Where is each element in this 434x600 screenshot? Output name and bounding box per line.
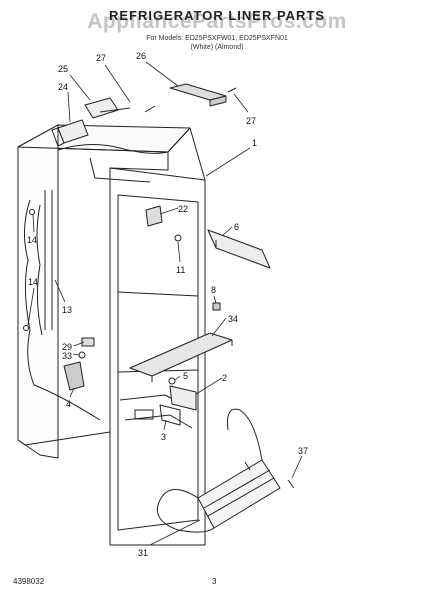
part-2-bracket [169, 385, 197, 411]
callout-8: 8 [211, 285, 216, 295]
document-number: 4398032 [13, 577, 45, 586]
liner-body [17, 124, 206, 546]
leader-lines [27, 61, 303, 546]
callout-33: 33 [62, 351, 72, 361]
callout-3: 3 [161, 432, 166, 442]
part-31-heater [156, 408, 281, 533]
page-number: 3 [212, 577, 217, 586]
callout-11: 11 [176, 265, 185, 275]
callout-13: 13 [62, 305, 72, 315]
part-37-screw [287, 479, 295, 489]
callout-37: 37 [298, 446, 308, 456]
watermark: AppliancePartsPros.com [87, 10, 347, 33]
part-34-trim [129, 332, 233, 377]
callout-31: 31 [138, 548, 148, 558]
part-11-screw [174, 234, 182, 242]
model-numbers: For Models: ED25PSXFW01, ED25PSXFN01 [146, 35, 288, 42]
part-14-screw-upper [29, 209, 35, 215]
callout-2: 2 [222, 373, 227, 383]
part-4-cover [63, 361, 85, 391]
callout-14-upper: 14 [27, 235, 37, 245]
diagram-title: REFRIGERATOR LINER PARTS [108, 8, 326, 23]
callout-34: 34 [228, 314, 238, 324]
callout-22: 22 [178, 204, 188, 214]
callout-labels: 25 27 26 24 27 1 22 6 14 11 14 8 13 34 2… [27, 51, 308, 558]
callout-27-upper: 27 [96, 53, 106, 63]
callout-6: 6 [234, 222, 239, 232]
callout-25: 25 [58, 64, 68, 74]
part-29-hinge [81, 337, 95, 347]
callout-24: 24 [58, 82, 68, 92]
part-8-clip [212, 302, 221, 311]
callout-4: 4 [66, 399, 71, 409]
callout-26: 26 [136, 51, 146, 61]
callout-27-right: 27 [246, 116, 256, 126]
callout-14-lower: 14 [28, 277, 38, 287]
callout-5: 5 [183, 371, 188, 381]
model-colors: (White) (Almond) [190, 44, 244, 51]
part-5-screw [168, 377, 176, 385]
callout-29: 29 [62, 342, 72, 352]
part-14-screw-lower [23, 325, 29, 331]
part-6-bracket [207, 229, 271, 269]
part-22-bracket [145, 205, 163, 227]
upper-bracket-assembly [51, 97, 156, 147]
part-3-block [159, 404, 181, 426]
callout-1: 1 [252, 138, 257, 148]
